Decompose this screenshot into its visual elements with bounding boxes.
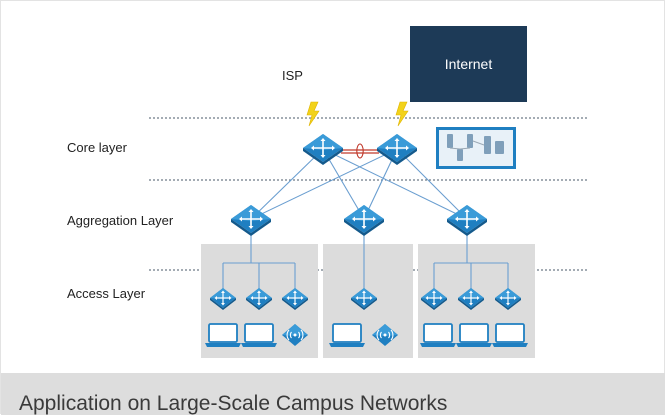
internet-label: Internet — [444, 56, 493, 72]
lightning-icon — [306, 101, 320, 127]
isp-label: ISP — [282, 68, 303, 83]
diagram-title: Application on Large-Scale Campus Networ… — [19, 392, 448, 415]
core-link-bundle — [341, 143, 379, 159]
internet-box: Internet — [410, 26, 527, 102]
laptop-icon — [204, 323, 242, 348]
caption-bar: Application on Large-Scale Campus Networ… — [1, 373, 665, 415]
link-bundle-icon — [356, 143, 364, 159]
core-layer-label: Core layer — [67, 140, 127, 155]
laptop-icon — [455, 323, 493, 348]
aggregation-layer-label: Aggregation Layer — [67, 213, 174, 228]
laptop-icon — [419, 323, 457, 348]
laptop-icon — [240, 323, 278, 348]
switch-icon — [343, 204, 385, 237]
network-topology-diagram — [149, 101, 589, 358]
switch-icon — [446, 204, 488, 237]
server-cluster-icon — [436, 127, 516, 169]
access-layer-label: Access Layer — [67, 286, 146, 301]
switch-icon — [302, 133, 344, 166]
lightning-icon — [395, 101, 409, 127]
laptop-icon — [491, 323, 529, 348]
core-aggregation-links — [250, 148, 468, 220]
switch-icon — [376, 133, 418, 166]
laptop-icon — [328, 323, 366, 348]
switch-icon — [230, 204, 272, 237]
access-switches — [209, 287, 522, 311]
isp-lightning-links — [306, 101, 409, 127]
